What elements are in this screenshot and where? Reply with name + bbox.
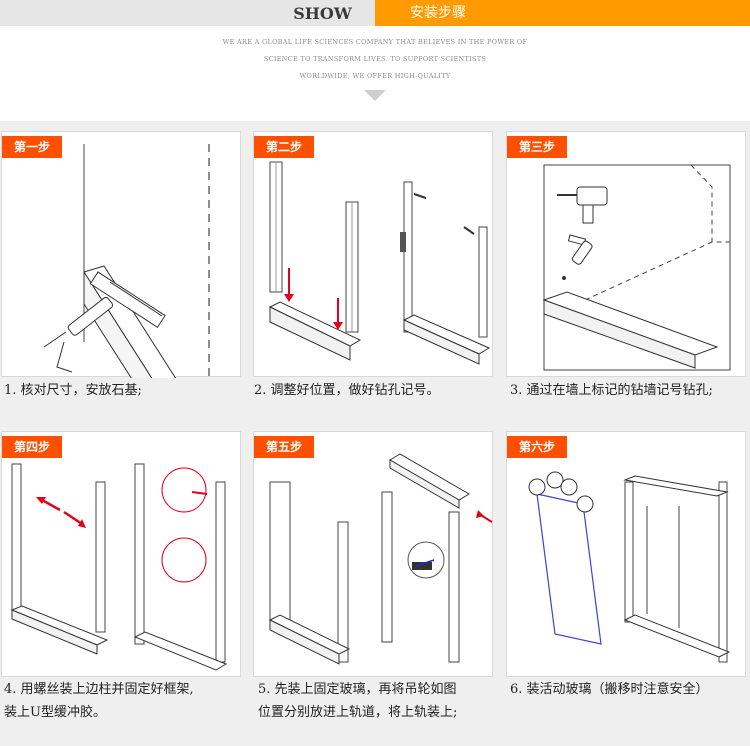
step-3-badge: 第三步 (507, 136, 568, 158)
step-6-caption: 6. 装活动玻璃（搬移时注意安全） (510, 682, 709, 697)
step-5-caption-line-1: 5. 先装上固定玻璃，再将吊轮如图 (258, 682, 457, 697)
step-5-caption-line-2: 位置分别放进上轨道，将上轨装上; (258, 705, 458, 720)
step-4-panel: 第四步 (1, 431, 241, 677)
down-arrow-icon (364, 90, 386, 101)
tagline-line-3: WORLDWIDE, WE OFFER HIGH-QUALITY (299, 72, 451, 80)
tab-show[interactable]: SHOW (270, 0, 375, 26)
tagline-line-2: SCIENCE TO TRANSFORM LIVES. TO SUPPORT S… (263, 55, 487, 63)
tagline-line-1: WE ARE A GLOBAL LIFE SCIENCES COMPANY TH… (222, 38, 528, 46)
step-5-panel: 第五步 (253, 431, 493, 677)
step-1-panel: 第一步 (1, 131, 241, 378)
step-2-caption: 2. 调整好位置，做好钻孔记号。 (254, 383, 440, 398)
step-2-panel: 第二步 (253, 131, 493, 377)
step-1-badge: 第一步 (2, 136, 63, 158)
step-6-panel: 第六步 (506, 431, 746, 677)
drill-holes-illustration (542, 164, 731, 371)
step-4-caption-line-2: 装上U型缓冲胶。 (4, 705, 106, 720)
fixed-glass-and-rail-illustration (268, 453, 493, 665)
fix-frame-illustration (10, 463, 228, 671)
stone-base-illustration (43, 144, 210, 378)
step-3-caption: 3. 通过在墙上标记的钻墙记号钻孔; (510, 383, 713, 398)
sliding-glass-illustration (528, 471, 731, 663)
step-1-caption: 1. 核对尺寸，安放石基; (4, 383, 142, 398)
step-4-badge: 第四步 (2, 436, 63, 458)
step-6-badge: 第六步 (507, 436, 568, 458)
tab-install-steps[interactable]: 安装步骤 (375, 0, 750, 26)
step-5-badge: 第五步 (254, 436, 315, 458)
step-3-panel: 第三步 (506, 131, 746, 377)
step-4-caption-line-1: 4. 用螺丝装上边柱并固定好框架, (4, 682, 194, 697)
align-and-mark-illustration (268, 161, 491, 365)
step-2-badge: 第二步 (254, 136, 315, 158)
